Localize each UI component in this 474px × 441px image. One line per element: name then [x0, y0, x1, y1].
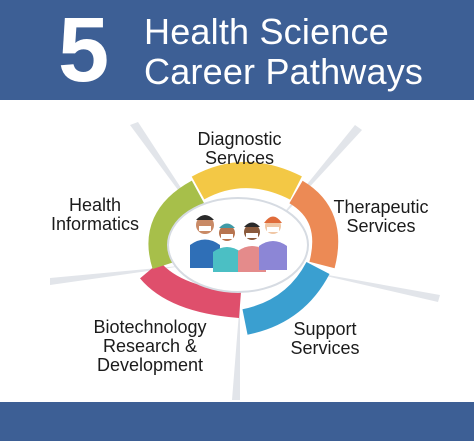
medical-team-icon — [190, 215, 287, 272]
pathway-wheel — [50, 122, 440, 400]
title-line-2: Career Pathways — [144, 51, 424, 92]
pathway-label-therapeutic: Therapeutic Services — [333, 197, 429, 236]
title-line-1: Health Science — [144, 11, 389, 52]
center-badge — [167, 197, 309, 293]
pathway-label-biotechnology: Biotechnology Research & Development — [93, 317, 207, 375]
pathway-diagram: Diagnostic Services Therapeutic Services… — [0, 100, 474, 402]
page-title: Health Science Career Pathways — [144, 12, 423, 92]
header-banner: 5 Health Science Career Pathways — [0, 0, 474, 100]
ring-segment-informatics — [148, 180, 205, 269]
pathway-ring — [140, 162, 339, 335]
ring-segment-biotechnology — [140, 261, 242, 318]
footer-bar — [0, 402, 474, 441]
ring-segment-support — [242, 261, 330, 335]
pathway-label-informatics: Health Informatics — [50, 195, 140, 234]
ring-segment-therapeutic — [288, 180, 339, 269]
pathway-label-support: Support Services — [290, 319, 360, 358]
pathway-label-diagnostic: Diagnostic Services — [197, 129, 282, 168]
ring-segment-diagnostic — [191, 162, 302, 200]
pathway-count: 5 — [58, 0, 110, 101]
